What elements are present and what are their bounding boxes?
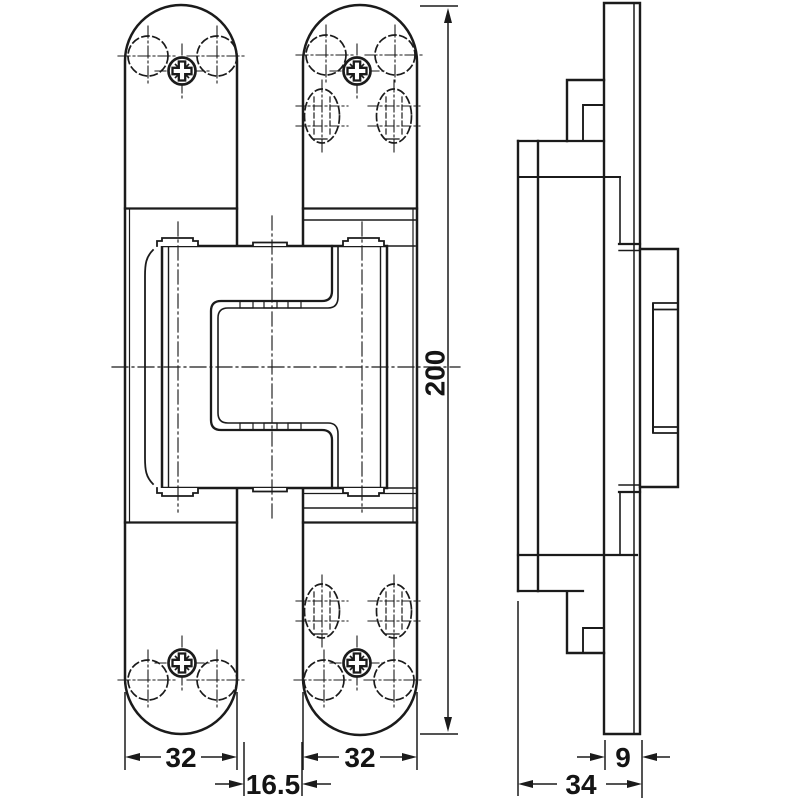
body-sections <box>617 176 642 556</box>
dim-left-width-32: 32 <box>124 692 238 773</box>
dim-right-width-32: 32 <box>302 692 418 773</box>
dim-label-gap: 16.5 <box>246 769 301 800</box>
arrowhead-right-icon <box>627 780 642 788</box>
top-step-tab <box>565 78 606 143</box>
bottom-tab <box>342 487 385 497</box>
dim-depth-34: 34 <box>517 601 642 800</box>
door-leaf-bar <box>602 1 642 736</box>
dim-label-height: 200 <box>419 350 450 397</box>
arrowhead-left-icon <box>518 780 533 788</box>
front-view <box>111 3 461 737</box>
bracket-notches <box>239 300 302 431</box>
bottom-step-tab <box>565 590 606 655</box>
side-view <box>516 1 680 736</box>
frame-leaf-plate <box>516 139 639 593</box>
dim-label-left-width: 32 <box>165 742 196 773</box>
arrowhead-left-icon <box>302 780 317 788</box>
arrowhead-left-icon <box>125 753 140 761</box>
dim-gap-16-5: 16.5 <box>215 742 331 800</box>
arrowhead-down-icon <box>444 717 452 732</box>
top-tab <box>252 241 288 247</box>
c-link-bracket-outer <box>209 244 334 490</box>
c-link-bracket-inner <box>217 245 339 489</box>
plate-seams <box>123 207 419 524</box>
centerlines <box>111 215 461 521</box>
arrowhead-right-icon <box>222 753 237 761</box>
dim-label-depth: 34 <box>565 769 597 800</box>
arrowhead-left-icon <box>642 753 657 761</box>
top-tab <box>342 237 385 247</box>
arrowhead-right-icon <box>590 753 605 761</box>
knuckle-block <box>638 247 680 489</box>
dim-thickness-9: 9 <box>577 740 670 798</box>
arrowhead-right-icon <box>402 753 417 761</box>
bottom-tab <box>252 487 288 493</box>
dim-label-thickness: 9 <box>615 742 631 773</box>
dimensions: 200 32 32 16.5 <box>124 5 670 800</box>
arrowhead-up-icon <box>444 8 452 23</box>
dim-height-200: 200 <box>419 5 458 735</box>
arrowhead-right-icon <box>229 780 244 788</box>
dim-label-right-width: 32 <box>344 742 375 773</box>
arrowhead-left-icon <box>303 753 318 761</box>
